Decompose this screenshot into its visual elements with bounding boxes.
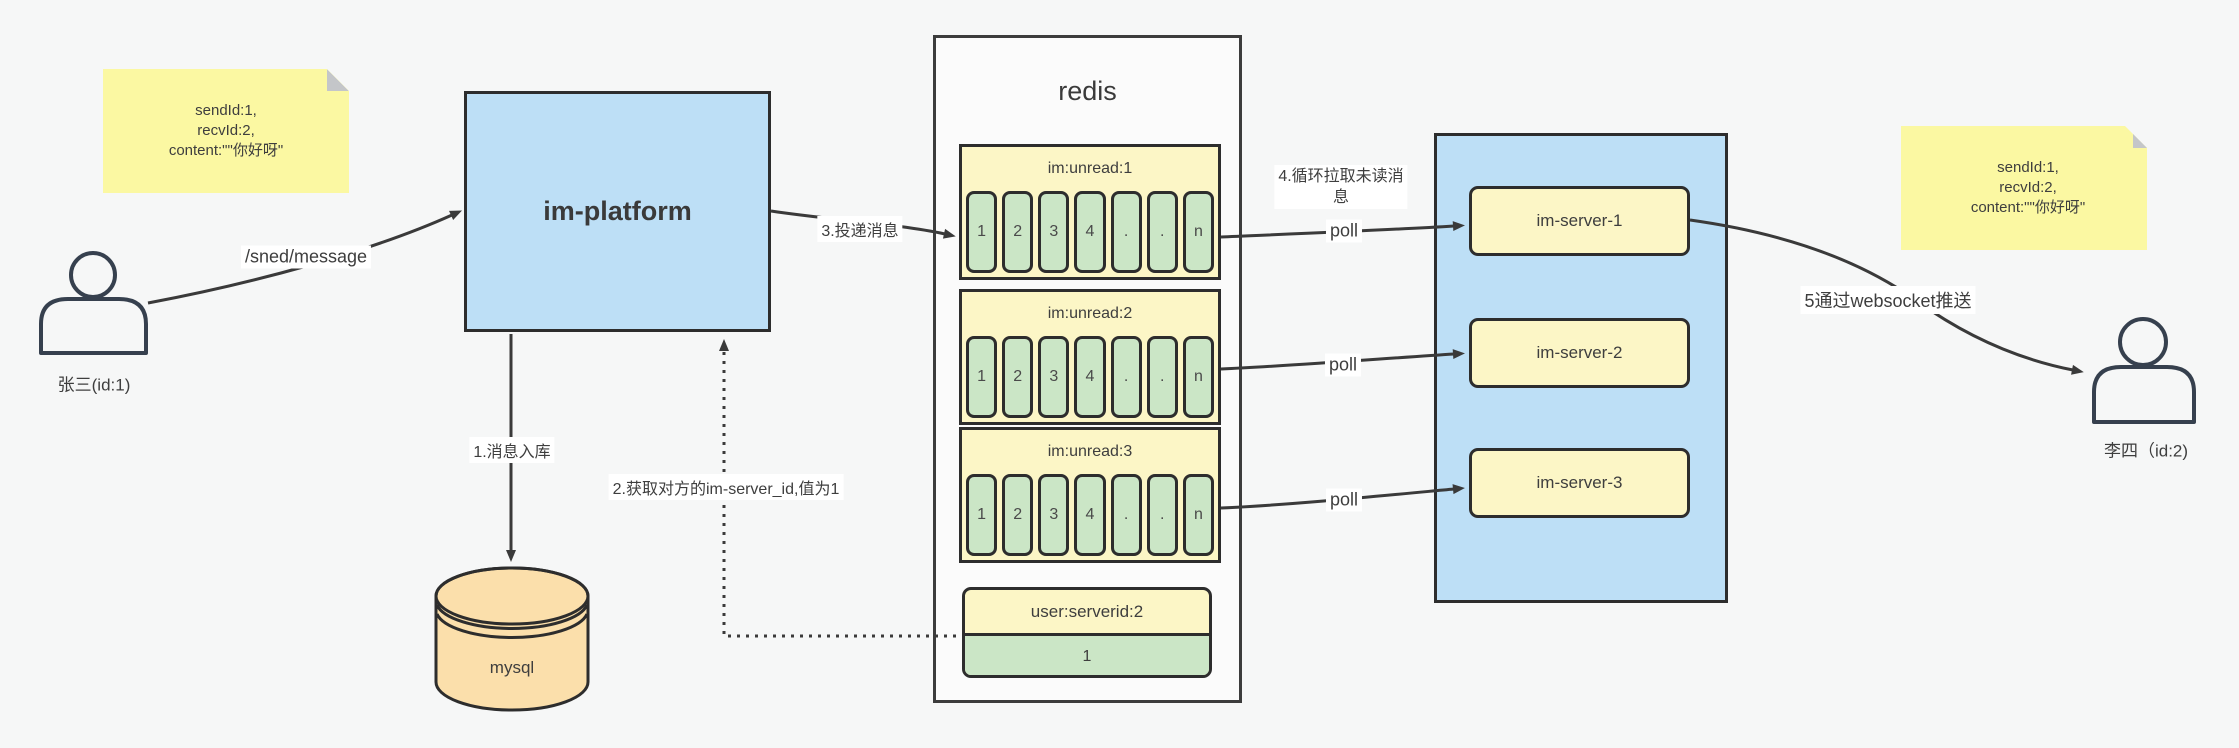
edge-label-step4: 4.循环拉取未读消 息 <box>1274 165 1408 209</box>
queue-cell: 4 <box>1074 336 1106 418</box>
mysql-database-icon <box>434 566 590 712</box>
im-server-label: im-server-2 <box>1536 343 1623 362</box>
queue-im-unread-2: im:unread:2 1 2 3 4 . . n <box>959 289 1221 425</box>
note-line: recvId:2, <box>1999 179 2057 196</box>
im-server-1-node: im-server-1 <box>1469 186 1690 256</box>
sticky-note-receiver: sendId:1, recvId:2, content:""你好呀" <box>1901 126 2147 250</box>
edge-label-step1: 1.消息入库 <box>469 437 555 463</box>
im-server-2-node: im-server-2 <box>1469 318 1690 388</box>
kv-user-serverid: user:serverid:2 1 <box>962 587 1212 678</box>
edge-label-step2: 2.获取对方的im-server_id,值为1 <box>608 474 844 500</box>
kv-header: user:serverid:2 <box>965 590 1209 636</box>
note-line: content:""你好呀" <box>168 142 284 159</box>
sender-label: 张三(id:1) <box>57 375 131 395</box>
queue-cells: 1 2 3 4 . . n <box>962 474 1218 556</box>
sticky-note-sender: sendId:1, recvId:2, content:""你好呀" <box>103 69 349 193</box>
queue-cell: 2 <box>1002 191 1034 273</box>
queue-cell: 3 <box>1038 474 1070 556</box>
edge-label-step3: 3.投递消息 <box>817 216 903 242</box>
note-line: sendId:1, <box>1997 159 2059 176</box>
kv-value: 1 <box>965 636 1209 675</box>
im-server-label: im-server-3 <box>1536 473 1623 492</box>
queue-cell: n <box>1182 474 1214 556</box>
queue-im-unread-3: im:unread:3 1 2 3 4 . . n <box>959 427 1221 563</box>
redis-title: redis <box>1058 76 1117 106</box>
queue-cell: 2 <box>1002 336 1034 418</box>
queue-cell: . <box>1110 474 1142 556</box>
mysql-label: mysql <box>489 658 535 677</box>
edge-label-poll-1: poll <box>1325 219 1363 243</box>
queue-cell: 3 <box>1038 191 1070 273</box>
queue-header: im:unread:1 <box>1047 160 1133 177</box>
edge-label-step5: 5通过websocket推送 <box>1800 286 1976 314</box>
queue-cell: 1 <box>966 191 998 273</box>
im-server-label: im-server-1 <box>1536 211 1623 230</box>
queue-im-unread-1: im:unread:1 1 2 3 4 . . n <box>959 144 1221 280</box>
im-server-cluster: im-server-1 im-server-2 im-server-3 <box>1434 133 1728 603</box>
queue-cell: n <box>1182 336 1214 418</box>
queue-header: im:unread:2 <box>1047 305 1133 322</box>
queue-cell: . <box>1146 336 1178 418</box>
queue-cell: 1 <box>966 474 998 556</box>
note-line: sendId:1, <box>195 102 257 119</box>
queue-cell: 4 <box>1074 474 1106 556</box>
user-icon-sender <box>39 251 148 355</box>
user-icon-receiver <box>2092 317 2196 424</box>
edge-label-poll-2: poll <box>1324 353 1362 377</box>
queue-cell: 4 <box>1074 191 1106 273</box>
receiver-label: 李四（id:2) <box>2103 441 2189 461</box>
queue-cell: 3 <box>1038 336 1070 418</box>
queue-cell: n <box>1182 191 1214 273</box>
edge-label-send: /sned/message <box>240 245 372 269</box>
queue-cell: . <box>1110 191 1142 273</box>
note-line: recvId:2, <box>197 122 255 139</box>
queue-cell: . <box>1146 191 1178 273</box>
queue-cells: 1 2 3 4 . . n <box>962 191 1218 273</box>
queue-cell: 2 <box>1002 474 1034 556</box>
redis-container: redis im:unread:1 1 2 3 4 . . n im:unrea… <box>933 35 1242 703</box>
im-platform-label: im-platform <box>543 196 692 226</box>
queue-header: im:unread:3 <box>1047 443 1133 460</box>
note-line: content:""你好呀" <box>1970 199 2086 216</box>
queue-cells: 1 2 3 4 . . n <box>962 336 1218 418</box>
im-platform-node: im-platform <box>464 91 771 332</box>
queue-cell: 1 <box>966 336 998 418</box>
edge-label-poll-3: poll <box>1325 488 1363 512</box>
queue-cell: . <box>1110 336 1142 418</box>
queue-cell: . <box>1146 474 1178 556</box>
im-server-3-node: im-server-3 <box>1469 448 1690 518</box>
